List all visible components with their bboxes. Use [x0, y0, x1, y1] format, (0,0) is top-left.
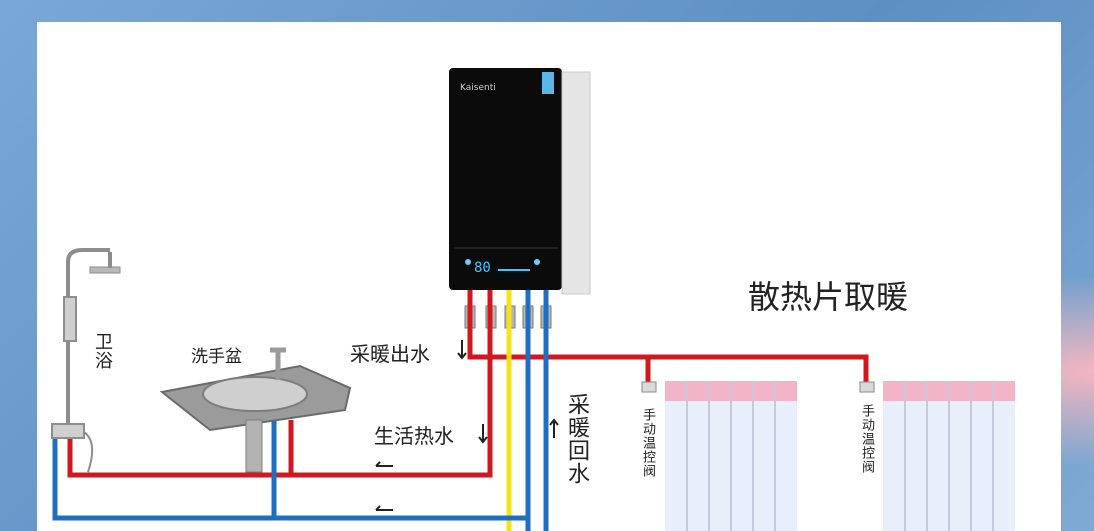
radiator-icon [665, 381, 1015, 531]
boiler-icon: Kaisenti 80 [449, 68, 591, 295]
shower-icon [51, 248, 121, 473]
washbasin-label: 洗手盆 [191, 347, 242, 367]
domestic-hot-water-label: 生活热水 [374, 424, 454, 448]
cold-pipes [52, 290, 549, 531]
heating-supply-label: 采暖出水 [350, 342, 430, 366]
bathroom-label: 卫浴 [92, 332, 113, 370]
valve-icon [641, 381, 875, 393]
washbasin-icon [159, 347, 352, 473]
radiator-heating-title: 散热片取暖 [748, 278, 909, 316]
flow-arrow-icon [375, 340, 559, 511]
valve-label-right: 手动温控阀 [859, 404, 874, 474]
boiler-display-temp: 80 [474, 260, 491, 276]
hot-pipes [67, 290, 869, 478]
heating-return-label: 采暖回水 [564, 393, 589, 485]
boiler-brand: Kaisenti [460, 83, 496, 93]
valve-label-left: 手动温控阀 [640, 408, 655, 478]
